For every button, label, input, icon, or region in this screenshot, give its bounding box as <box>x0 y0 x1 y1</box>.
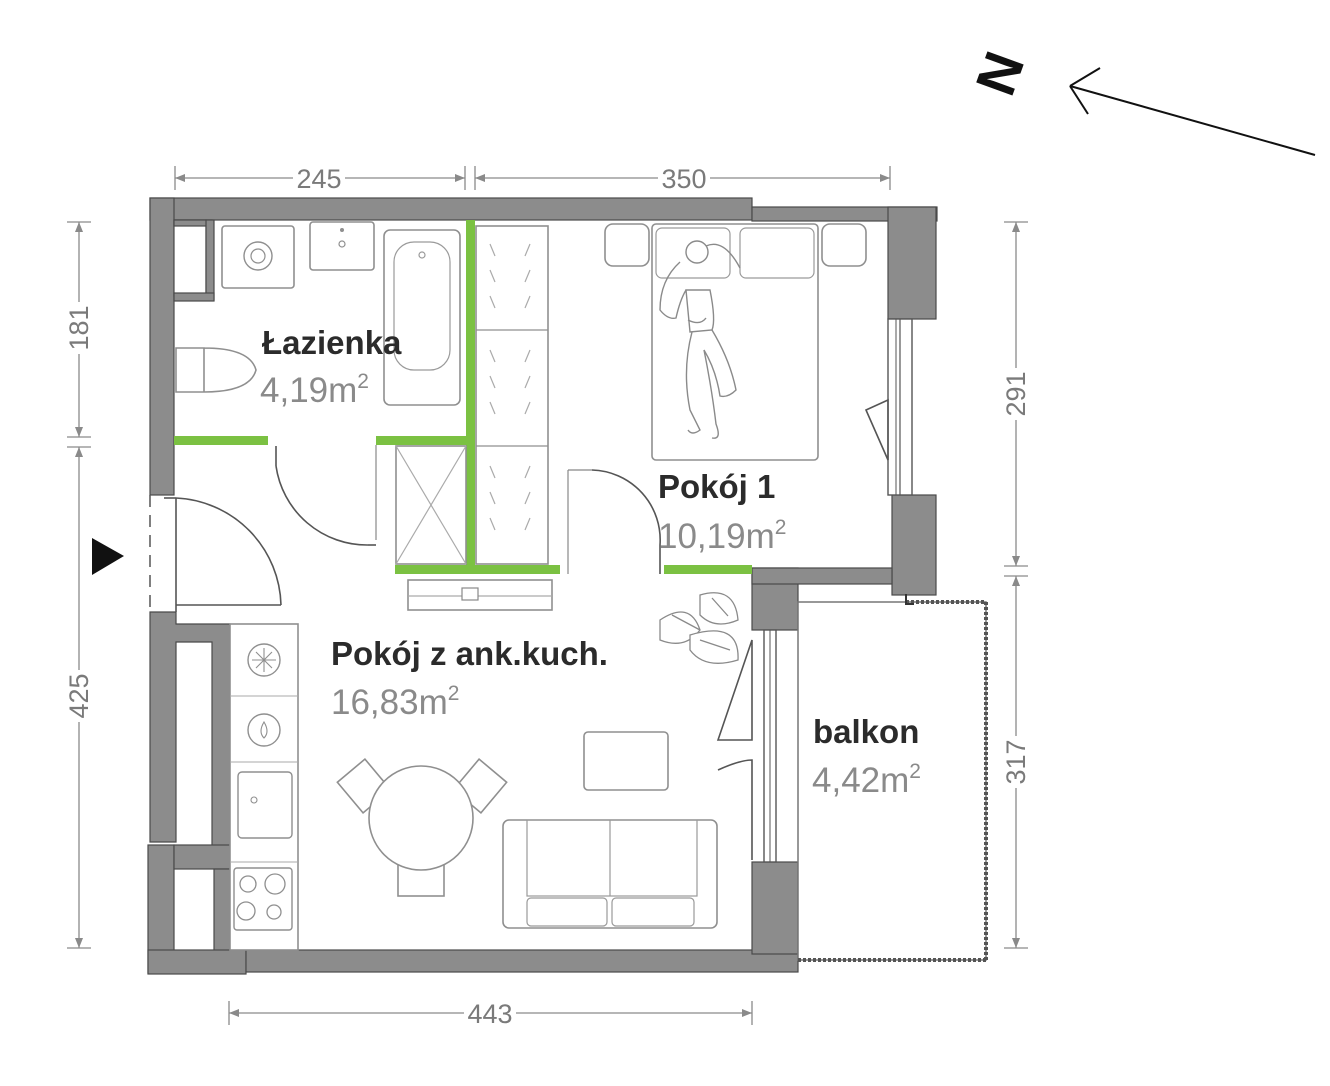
wall <box>751 567 893 585</box>
partition-wall <box>664 565 752 574</box>
wardrobe <box>395 225 553 611</box>
wall <box>887 206 937 320</box>
dimension-label: 443 <box>467 999 512 1029</box>
balcony <box>797 594 988 962</box>
wall <box>149 197 753 221</box>
room-area: 4,19m2 <box>260 370 369 410</box>
door-entrance <box>149 495 282 612</box>
bathtub-icon <box>383 229 461 406</box>
wall <box>173 844 231 870</box>
nightstand-icon <box>821 223 867 267</box>
room-name: Łazienka <box>262 324 402 361</box>
door-room-1 <box>591 469 661 574</box>
entrance-arrow-icon <box>92 538 124 575</box>
partition-wall <box>395 565 560 574</box>
kitchen-sink-icon <box>237 771 293 839</box>
bathroom-fixtures <box>175 221 461 406</box>
bedroom-furniture <box>604 223 867 461</box>
dimension-bottom: 443 <box>228 998 753 1029</box>
dimensions: 245 350 181 <box>64 163 1031 1029</box>
wall <box>205 219 215 301</box>
wardrobe-icon <box>475 225 549 565</box>
cooktop-icon <box>233 867 293 931</box>
wall <box>149 197 175 496</box>
room-name: Pokój z ank.kuch. <box>331 635 608 672</box>
north-label: N <box>963 44 1036 104</box>
dimension-top-right: 350 <box>474 163 891 194</box>
shaft <box>173 219 207 297</box>
sofa-icon <box>502 819 718 929</box>
partition-wall <box>174 436 268 445</box>
room-area: 16,83m2 <box>331 682 459 722</box>
partitions <box>174 220 752 574</box>
wall <box>149 611 231 851</box>
wall <box>891 494 937 596</box>
toilet-icon <box>175 347 257 393</box>
double-bed-icon <box>651 223 819 461</box>
room-area: 10,19m2 <box>658 516 786 556</box>
coffee-table-icon <box>583 731 669 791</box>
window-swing-room-1 <box>864 398 889 461</box>
dimension-label: 291 <box>1001 371 1031 416</box>
dimension-left-upper: 181 <box>64 221 94 438</box>
door-balcony <box>716 629 777 863</box>
room-label-living-kitchen: Pokój z ank.kuch. 16,83m2 <box>331 635 608 722</box>
wall <box>245 949 799 973</box>
sink-icon <box>309 221 375 271</box>
wall <box>173 292 215 302</box>
hall-bench-icon <box>407 579 553 611</box>
dimension-left-lower: 425 <box>64 446 94 949</box>
dimension-label: 425 <box>64 673 94 718</box>
living-furniture <box>336 592 739 929</box>
dishwasher-icon <box>247 713 281 747</box>
dimension-label: 317 <box>1001 739 1031 784</box>
room-area: 4,42m2 <box>812 760 921 800</box>
room-name: balkon <box>813 713 919 750</box>
dimension-right-lower: 317 <box>1001 575 1031 949</box>
door-bathroom <box>275 446 376 546</box>
wall <box>751 861 799 955</box>
kitchen-counter-icon <box>229 623 299 951</box>
partition-wall <box>466 220 475 568</box>
dimension-label: 350 <box>661 164 706 194</box>
room-label-room-1: Pokój 1 10,19m2 <box>658 468 786 556</box>
wall <box>213 868 231 954</box>
dimension-label: 245 <box>296 164 341 194</box>
partition-wall <box>376 436 474 445</box>
north-compass: N <box>963 44 1316 156</box>
room-labels: Łazienka 4,19m2 Pokój 1 10,19m2 Pokój z … <box>260 324 921 800</box>
room-name: Pokój 1 <box>658 468 775 505</box>
sleeping-person-icon <box>659 240 741 439</box>
kitchen <box>229 623 299 951</box>
dimension-right-upper: 291 <box>1001 221 1031 567</box>
room-label-balcony: balkon 4,42m2 <box>812 713 921 800</box>
dining-table-icon <box>336 757 508 897</box>
nightstand-icon <box>604 223 650 267</box>
room-label-bathroom: Łazienka 4,19m2 <box>260 324 402 410</box>
wall <box>147 949 247 975</box>
plant-icon <box>659 592 739 664</box>
fridge-icon <box>247 643 281 677</box>
doors <box>92 398 889 863</box>
dimension-top-left: 245 <box>174 163 466 194</box>
north-arrow-icon <box>1069 67 1316 156</box>
washing-machine-icon <box>221 225 295 289</box>
dimension-label: 181 <box>64 305 94 350</box>
